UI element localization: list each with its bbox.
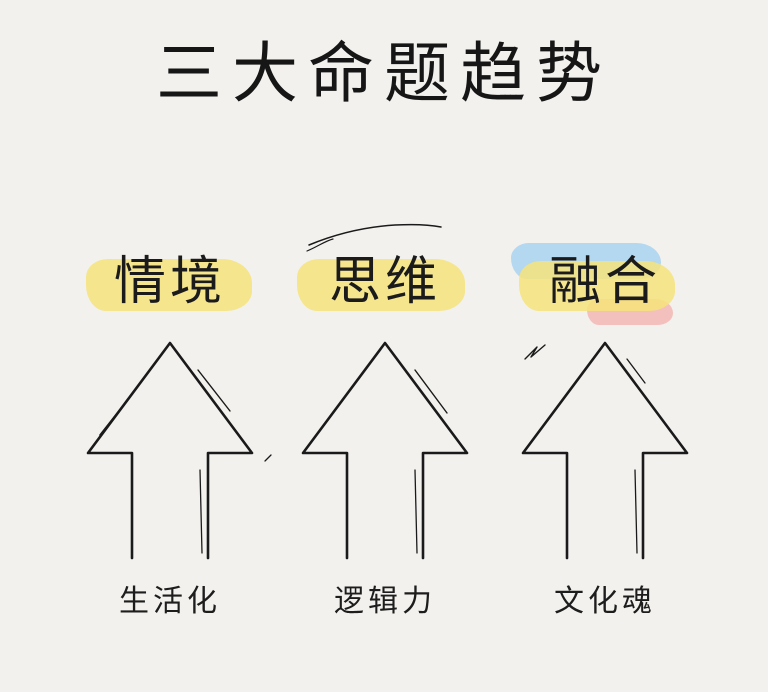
trend-column-2: 思维 逻辑力 — [264, 215, 495, 635]
up-arrow-icon — [521, 341, 689, 560]
trend-heading: 情境 — [113, 252, 226, 312]
heading-highlight-yellow — [297, 259, 465, 311]
trend-caption: 生活化 — [119, 584, 221, 619]
trend-caption: 逻辑力 — [334, 584, 436, 619]
trend-heading: 融合 — [548, 252, 661, 312]
trend-heading: 思维 — [328, 252, 441, 312]
up-arrow-icon — [264, 341, 469, 560]
heading-highlight-yellow — [519, 261, 675, 311]
trend-column-3: 融合 文化魂 — [495, 215, 715, 635]
scribble-decoration — [306, 223, 442, 252]
heading-highlight-yellow — [86, 259, 252, 311]
page-title: 三大命题趋势 — [156, 35, 612, 112]
trend-column-1: 情境 生活化 — [60, 215, 280, 635]
trend-caption: 文化魂 — [554, 584, 656, 619]
up-arrow-icon — [86, 341, 254, 560]
